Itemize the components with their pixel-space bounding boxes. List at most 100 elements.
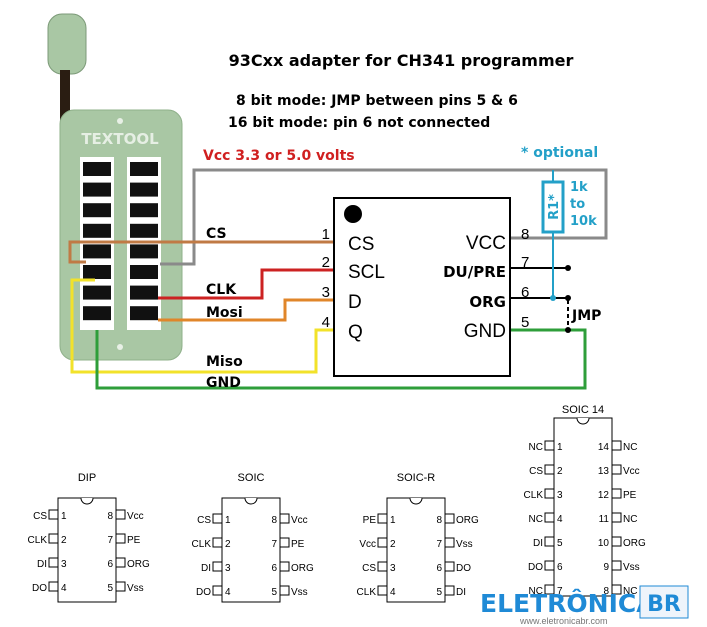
- gnd-wire: [95, 328, 587, 390]
- package-pin-name: DI: [456, 587, 466, 598]
- watermark-badge-icon: [639, 585, 689, 619]
- package-pin-pad: [544, 584, 555, 595]
- package-pin-pad: [544, 440, 555, 451]
- socket-contact-left: [83, 265, 111, 279]
- package-pin-num: 14: [598, 442, 610, 453]
- vcc-note: Vcc 3.3 or 5.0 volts: [203, 148, 355, 164]
- package-pin-num: 8: [436, 515, 442, 526]
- r1-junction: [550, 295, 556, 301]
- package-pin-pad: [212, 561, 223, 572]
- lever-rod: [60, 70, 70, 128]
- package-pin-pad: [48, 557, 59, 568]
- package-pin-num: 8: [107, 511, 113, 522]
- package-pin-pad: [544, 536, 555, 547]
- package-pin-pad: [611, 464, 622, 475]
- package-pin-name: CS: [197, 515, 211, 526]
- pin1-marker-icon: [344, 205, 362, 223]
- chip-pin-num-left: 4: [322, 314, 330, 331]
- package-pin-pad: [611, 512, 622, 523]
- package-pin-pad: [544, 512, 555, 523]
- socket-contact-left: [83, 203, 111, 218]
- package-pin-num: 5: [436, 587, 442, 598]
- package-pin-name: DO: [456, 563, 471, 574]
- note-8bit: 8 bit mode: JMP between pins 5 & 6: [236, 93, 518, 109]
- package-pin-name: Vcc: [127, 511, 144, 522]
- chip-pin-name-left: SCL: [348, 262, 385, 283]
- package-pin-pad: [48, 533, 59, 544]
- package-pin-pad: [544, 560, 555, 571]
- chip-pin-num-right: 7: [521, 254, 529, 271]
- chip-pin-name-right: ORG: [469, 293, 506, 311]
- package-pin-name: Vcc: [623, 466, 640, 477]
- package-pin-name: DI: [533, 538, 543, 549]
- package-pin-name: DI: [201, 563, 211, 574]
- package-pin-name: CS: [362, 563, 376, 574]
- package-pin-pad: [48, 581, 59, 592]
- package-pin-pad: [212, 585, 223, 596]
- package-body: [553, 417, 613, 597]
- package-title: SOIC 14: [562, 404, 604, 416]
- socket-screw-top-icon: [117, 118, 123, 124]
- package-notch-icon: [576, 417, 590, 425]
- package-pin-name: CS: [33, 511, 47, 522]
- chip-pin-num-right: 8: [521, 226, 529, 243]
- package-pin-num: 1: [557, 442, 563, 453]
- package-pin-name: CLK: [357, 587, 377, 598]
- package-pin-name: PE: [363, 515, 377, 526]
- package-pin-num: 3: [557, 490, 563, 501]
- label-clk: CLK: [206, 282, 237, 298]
- diagram-title: 93Cxx adapter for CH341 programmer: [229, 51, 574, 70]
- socket-contact-right: [130, 162, 158, 176]
- package-pin-num: 1: [390, 515, 396, 526]
- r1-value-line: 1k: [570, 180, 588, 195]
- package-pin-num: 2: [61, 535, 67, 546]
- package-pin-pad: [279, 561, 290, 572]
- socket-contact-right: [130, 203, 158, 218]
- package-pin-pad: [377, 585, 388, 596]
- socket-contact-left: [83, 306, 111, 321]
- package-pin-pad: [611, 560, 622, 571]
- package-pin-num: 4: [225, 587, 231, 598]
- package-pin-num: 7: [107, 535, 113, 546]
- socket-contact-left: [83, 244, 111, 259]
- r1-name: R1*: [547, 194, 562, 220]
- package-pin-name: CS: [529, 466, 543, 477]
- socket-contact-left: [83, 223, 111, 238]
- package-pin-num: 7: [557, 586, 563, 597]
- package-pin-name: Vss: [456, 539, 473, 550]
- pin7-dot: [565, 265, 571, 271]
- package-pin-num: 9: [603, 562, 609, 573]
- package-pin-name: CLK: [28, 535, 48, 546]
- package-pin-pad: [544, 488, 555, 499]
- package-pin-num: 7: [436, 539, 442, 550]
- chip-pin-name-left: Q: [348, 322, 363, 343]
- optional-note: * optional: [521, 145, 598, 161]
- package-notch-icon: [80, 497, 94, 505]
- vcc-wire: [160, 168, 608, 266]
- socket-contact-right: [130, 285, 158, 300]
- cs-wire-loop: [68, 240, 86, 264]
- package-pin-num: 4: [557, 514, 563, 525]
- package-pin-name: PE: [127, 535, 141, 546]
- package-pin-num: 5: [557, 538, 563, 549]
- package-pin-name: Vss: [127, 583, 144, 594]
- package-pin-name: NC: [529, 514, 543, 525]
- chip-pin-num-right: 6: [521, 284, 529, 301]
- chip-pin-num-left: 3: [322, 284, 330, 301]
- package-pin-name: Vcc: [359, 539, 376, 550]
- package-pin-pad: [377, 561, 388, 572]
- miso-wire: [70, 278, 334, 374]
- r1-value-line: to: [570, 197, 585, 212]
- package-pin-name: CLK: [192, 539, 212, 550]
- package-pin-name: CLK: [524, 490, 544, 501]
- package-pin-name: NC: [529, 586, 543, 597]
- package-pin-num: 1: [225, 515, 231, 526]
- package-title: DIP: [78, 472, 96, 484]
- package-pin-pad: [115, 581, 126, 592]
- package-pin-pad: [48, 509, 59, 520]
- watermark-url: www.eletronicabr.com: [519, 616, 608, 626]
- package-pin-name: ORG: [127, 559, 150, 570]
